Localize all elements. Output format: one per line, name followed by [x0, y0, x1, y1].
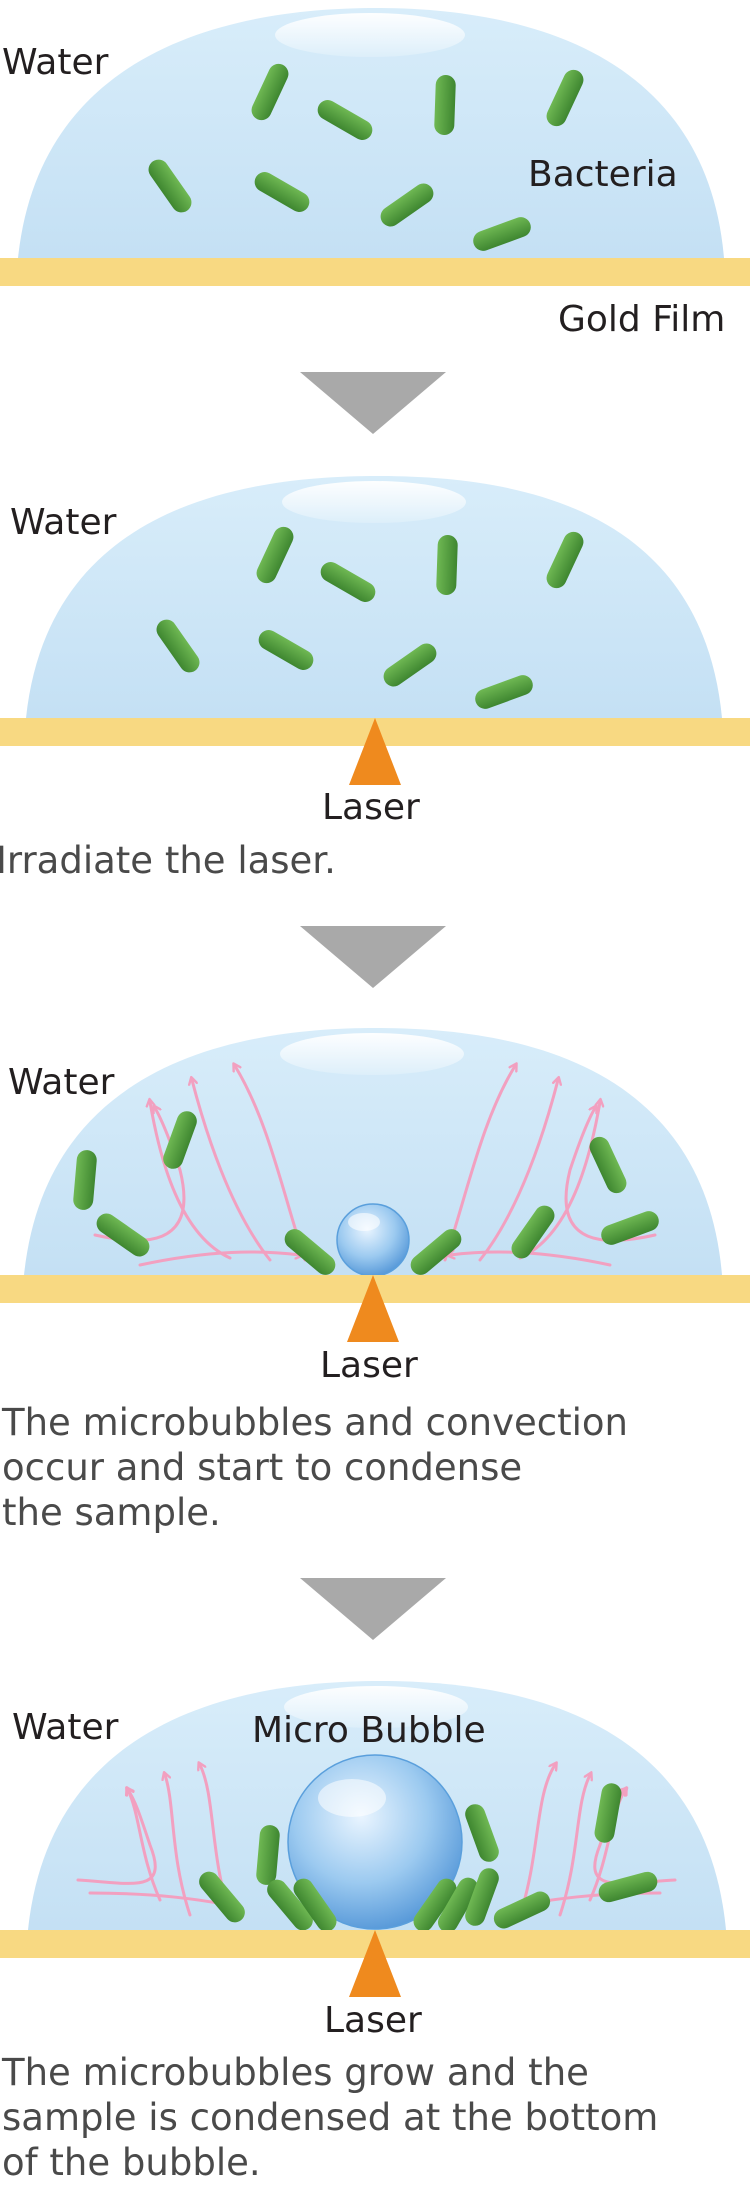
- water-label: Water: [2, 42, 109, 83]
- droplet-highlight: [284, 1686, 468, 1728]
- bacteria-group: [148, 63, 584, 251]
- step-4-caption: The microbubbles grow and the sample is …: [2, 2050, 658, 2185]
- bacteria-group: [73, 1111, 659, 1275]
- bacteria-group: [199, 1783, 658, 1933]
- bacterium: [434, 75, 456, 135]
- laser-label: Laser: [320, 1345, 418, 1386]
- step-arrow-1-icon: [300, 372, 446, 434]
- bacterium: [256, 526, 294, 584]
- bacterium: [267, 1879, 313, 1931]
- bacterium: [436, 535, 458, 595]
- caption-line: occur and start to condense: [2, 1446, 523, 1489]
- step-arrow-2-icon: [300, 926, 446, 988]
- bacterium: [258, 630, 314, 670]
- bacterium: [410, 1229, 462, 1275]
- bacterium: [465, 1868, 499, 1926]
- bacterium: [320, 562, 376, 602]
- step-3-caption: The microbubbles and convection occur an…: [2, 1400, 628, 1535]
- step-1-panel: Water Bacteria Gold Film: [0, 0, 750, 338]
- bacterium: [96, 1213, 150, 1257]
- bacterium: [598, 1871, 658, 1903]
- bacterium: [594, 1783, 622, 1843]
- step-2-diagram: [0, 476, 750, 785]
- bacterium: [380, 183, 434, 227]
- water-label: Water: [8, 1062, 115, 1103]
- step-3-diagram: [0, 1028, 750, 1342]
- bacterium: [163, 1111, 197, 1169]
- bacterium: [256, 1825, 280, 1885]
- bacterium: [251, 63, 289, 121]
- laser-label: Laser: [324, 2000, 422, 2041]
- bacterium: [511, 1205, 555, 1259]
- gold-film: [0, 258, 750, 286]
- bubble-highlight: [348, 1213, 380, 1231]
- bacterium: [413, 1878, 457, 1932]
- bacterium: [199, 1871, 245, 1923]
- bubble-highlight: [318, 1779, 386, 1817]
- step-1-diagram: [0, 8, 750, 286]
- bacterium: [589, 1136, 627, 1194]
- step-2-caption: Irradiate the laser.: [0, 838, 336, 883]
- caption-line: The microbubbles grow and the: [2, 2051, 589, 2094]
- bacterium: [465, 1804, 499, 1862]
- bacteria-label: Bacteria: [528, 154, 678, 195]
- droplet-highlight: [275, 13, 465, 57]
- caption-line: The microbubbles and convection: [2, 1401, 628, 1444]
- bacterium: [546, 69, 584, 127]
- laser-triangle-icon: [347, 1275, 399, 1342]
- caption-line: sample is condensed at the bottom: [2, 2096, 659, 2139]
- caption-line: Irradiate the laser.: [0, 839, 336, 882]
- bacterium: [493, 1891, 551, 1929]
- step-arrow-3-icon: [300, 1578, 446, 1640]
- step-4-diagram: [0, 1681, 750, 1997]
- step-4-panel: Water Micro Bubble Laser The microbubble…: [0, 1665, 750, 2184]
- bacterium: [601, 1211, 659, 1245]
- bacterium: [546, 531, 584, 589]
- bacterium: [73, 1150, 97, 1210]
- caption-line: the sample.: [2, 1491, 221, 1534]
- caption-line: of the bubble.: [2, 2141, 261, 2184]
- laser-label: Laser: [322, 787, 420, 828]
- step-2-panel: Water Laser Irradiate the laser.: [0, 460, 750, 900]
- step-3-panel: Water Laser The microbubbles and convect…: [0, 1010, 750, 1550]
- bacterium: [148, 159, 192, 213]
- laser-triangle-icon: [349, 1930, 401, 1997]
- bacteria-group: [156, 526, 584, 709]
- micro-bubble-label: Micro Bubble: [252, 1710, 486, 1751]
- bacterium: [473, 217, 531, 251]
- water-label: Water: [10, 502, 117, 543]
- water-droplet: [26, 476, 722, 718]
- bacterium: [383, 643, 437, 687]
- bacterium: [284, 1229, 336, 1275]
- bacterium: [317, 100, 373, 140]
- bacterium: [438, 1877, 478, 1933]
- bacterium: [293, 1878, 337, 1932]
- water-label: Water: [12, 1707, 119, 1748]
- laser-triangle-icon: [349, 718, 401, 785]
- droplet-highlight: [282, 481, 466, 523]
- gold-film-label: Gold Film: [558, 299, 726, 340]
- bacterium: [254, 172, 310, 212]
- bacterium: [156, 619, 200, 673]
- droplet-highlight: [280, 1033, 464, 1075]
- bacterium: [475, 675, 533, 709]
